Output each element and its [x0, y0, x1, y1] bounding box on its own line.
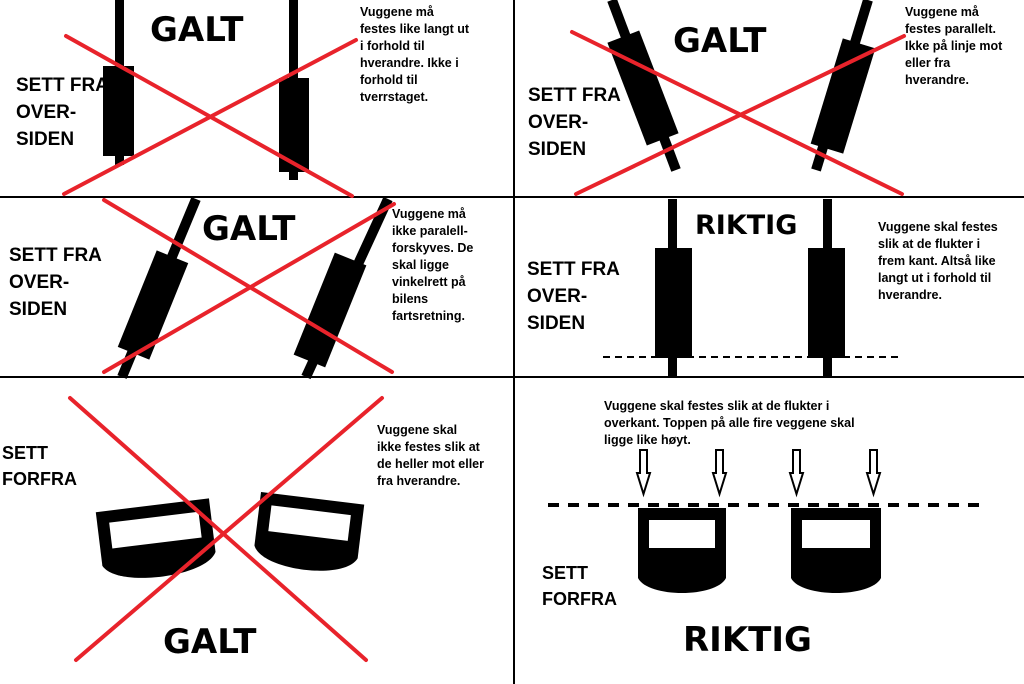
- panel-4-note: Vuggene skal festes slik at de flukter i…: [878, 220, 998, 302]
- cross-mark: [62, 34, 358, 198]
- panel-6-view-label: SETT FORFRA: [542, 563, 617, 609]
- panel-2-verdict: GALT: [673, 21, 767, 61]
- cradle-right: [254, 491, 365, 571]
- panel-1-note: Vuggene må festes like langt ut i forhol…: [360, 5, 470, 104]
- cross-mark: [570, 30, 906, 196]
- panel-5-verdict: GALT: [163, 622, 257, 662]
- panel-1-drawing: [62, 0, 358, 198]
- mount-right: [808, 248, 845, 358]
- panel-6-verdict: RIKTIG: [683, 620, 812, 660]
- panel-2-view-label: SETT FRA OVER- SIDEN: [528, 85, 621, 160]
- panel-3-verdict: GALT: [202, 209, 296, 249]
- cross-mark: [102, 198, 396, 374]
- panel-4-drawing: [603, 199, 900, 377]
- down-arrow-icon: [711, 449, 728, 498]
- down-arrow-icon: [635, 449, 652, 498]
- mount-left: [103, 66, 134, 156]
- panel-6-drawing: [548, 449, 980, 593]
- down-arrow-icon: [865, 449, 882, 498]
- panel-2-drawing: [570, 0, 906, 196]
- mount-left: [117, 250, 189, 360]
- panel-6-note: Vuggene skal festes slik at de flukter i…: [604, 399, 855, 447]
- panel-1-view-label: SETT FRA OVER- SIDEN: [16, 75, 109, 150]
- panel-4-verdict: RIKTIG: [695, 210, 798, 241]
- cradle-right: [791, 508, 881, 593]
- panel-3-view-label: SETT FRA OVER- SIDEN: [9, 245, 102, 320]
- panel-2-note: Vuggene må festes parallelt. Ikke på lin…: [905, 5, 1003, 87]
- cradle-left: [638, 508, 726, 593]
- mount-right: [810, 38, 876, 154]
- mount-right: [293, 252, 367, 368]
- panel-5-view-label: SETT FORFRA: [2, 443, 77, 489]
- panel-3-drawing: [102, 196, 396, 380]
- down-arrow-icon: [788, 449, 805, 498]
- arrows: [635, 449, 882, 498]
- cradle-left: [95, 498, 216, 578]
- cross-mark: [68, 396, 384, 662]
- panel-5-note: Vuggene skal ikke festes slik at de hell…: [377, 423, 484, 488]
- panel-5-drawing: [68, 396, 384, 662]
- mount-left: [655, 248, 692, 358]
- panel-3-note: Vuggene må ikke paralell- forskyves. De …: [392, 207, 474, 323]
- panel-1-verdict: GALT: [150, 10, 244, 50]
- panel-4-view-label: SETT FRA OVER- SIDEN: [527, 259, 620, 334]
